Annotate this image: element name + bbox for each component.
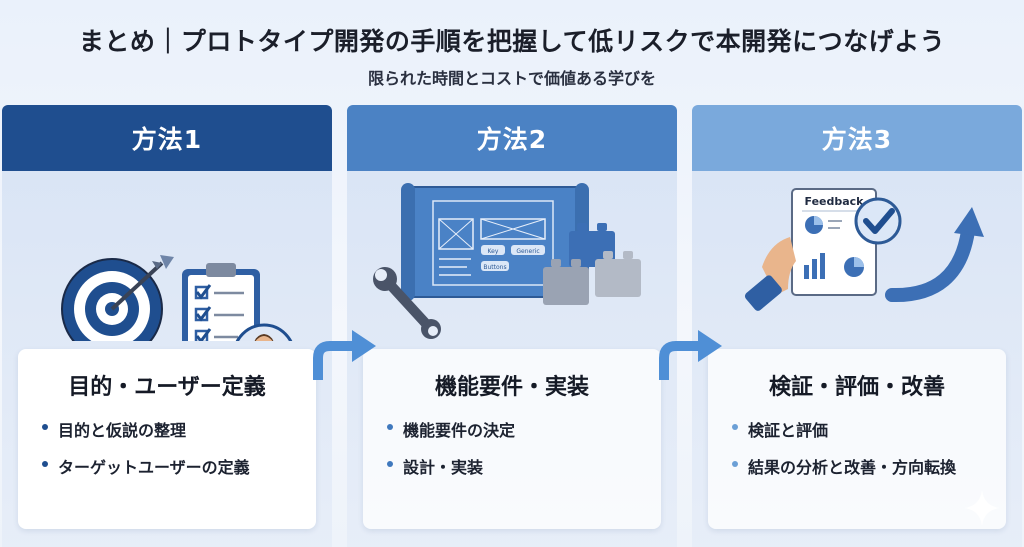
list-item: 設計・実装 [387,454,637,478]
method-2-bullet-list: 機能要件の決定 設計・実装 [387,417,637,478]
method-2-body: Key Generic Buttons [347,171,677,547]
method-3-body: Feedback [692,171,1022,547]
method-1-card: 目的・ユーザー定義 目的と仮説の整理 ターゲットユーザーの定義 [18,349,316,529]
method-2-column: 方法2 Key Generic Buttons [347,105,677,547]
method-3-card-title: 検証・評価・改善 [768,375,945,400]
step-arrow-icon [313,330,376,380]
wrench-icon [373,267,441,339]
method-2-card: 機能要件・実装 機能要件の決定 設計・実装 [363,349,661,529]
method-3-bullet-list: 検証と評価 結果の分析と改善・方向転換 [732,417,982,478]
method-1-illustration [61,255,293,341]
blocks-icon [543,223,641,305]
hand-icon [744,237,796,311]
wireframe-buttons-label: Buttons [483,264,506,271]
target-icon [61,255,174,341]
list-item: ターゲットユーザーの定義 [42,454,292,478]
method-2-card-title: 機能要件・実装 [434,375,589,400]
method-3-column: 方法3 Feedback [692,105,1022,547]
method-3-label: 方法3 [821,125,893,154]
method-3-header: 方法3 [692,105,1022,171]
checkmark-icon [854,197,902,245]
method-2-header: 方法2 [347,105,677,171]
method-1-body: 目的・ユーザー定義 目的と仮説の整理 ターゲットユーザーの定義 [2,171,332,547]
wireframe-generic-label: Generic [516,248,539,255]
method-3-illustration: Feedback [744,188,984,311]
method-2-illustration: Key Generic Buttons [373,183,641,339]
method-1-column: 方法1 [2,105,332,547]
method-1-header: 方法1 [2,105,332,171]
method-3-card: 検証・評価・改善 検証と評価 結果の分析と改善・方向転換 [708,349,1006,529]
page-subtitle: 限られた時間とコストで価値ある学びを [367,69,656,88]
page-title: まとめ｜プロトタイプ開発の手順を把握して低リスクで本開発につなげよう [78,27,946,56]
growth-arrow-icon [885,207,984,303]
list-item: 検証と評価 [732,417,982,441]
method-1-card-title: 目的・ユーザー定義 [68,375,266,400]
method-1-label: 方法1 [131,125,203,154]
step-arrow-icon [659,330,722,380]
list-item: 機能要件の決定 [387,417,637,441]
checklist-icon [182,263,260,341]
list-item: 目的と仮説の整理 [42,417,292,441]
feedback-report-icon: Feedback [791,188,877,296]
report-title: Feedback [805,195,865,208]
wireframe-key-label: Key [488,248,499,255]
list-item: 結果の分析と改善・方向転換 [732,454,982,478]
sparkle-icon [964,490,1000,526]
method-2-label: 方法2 [476,125,548,154]
method-1-bullet-list: 目的と仮説の整理 ターゲットユーザーの定義 [42,417,292,478]
user-avatar-icon [235,323,293,341]
